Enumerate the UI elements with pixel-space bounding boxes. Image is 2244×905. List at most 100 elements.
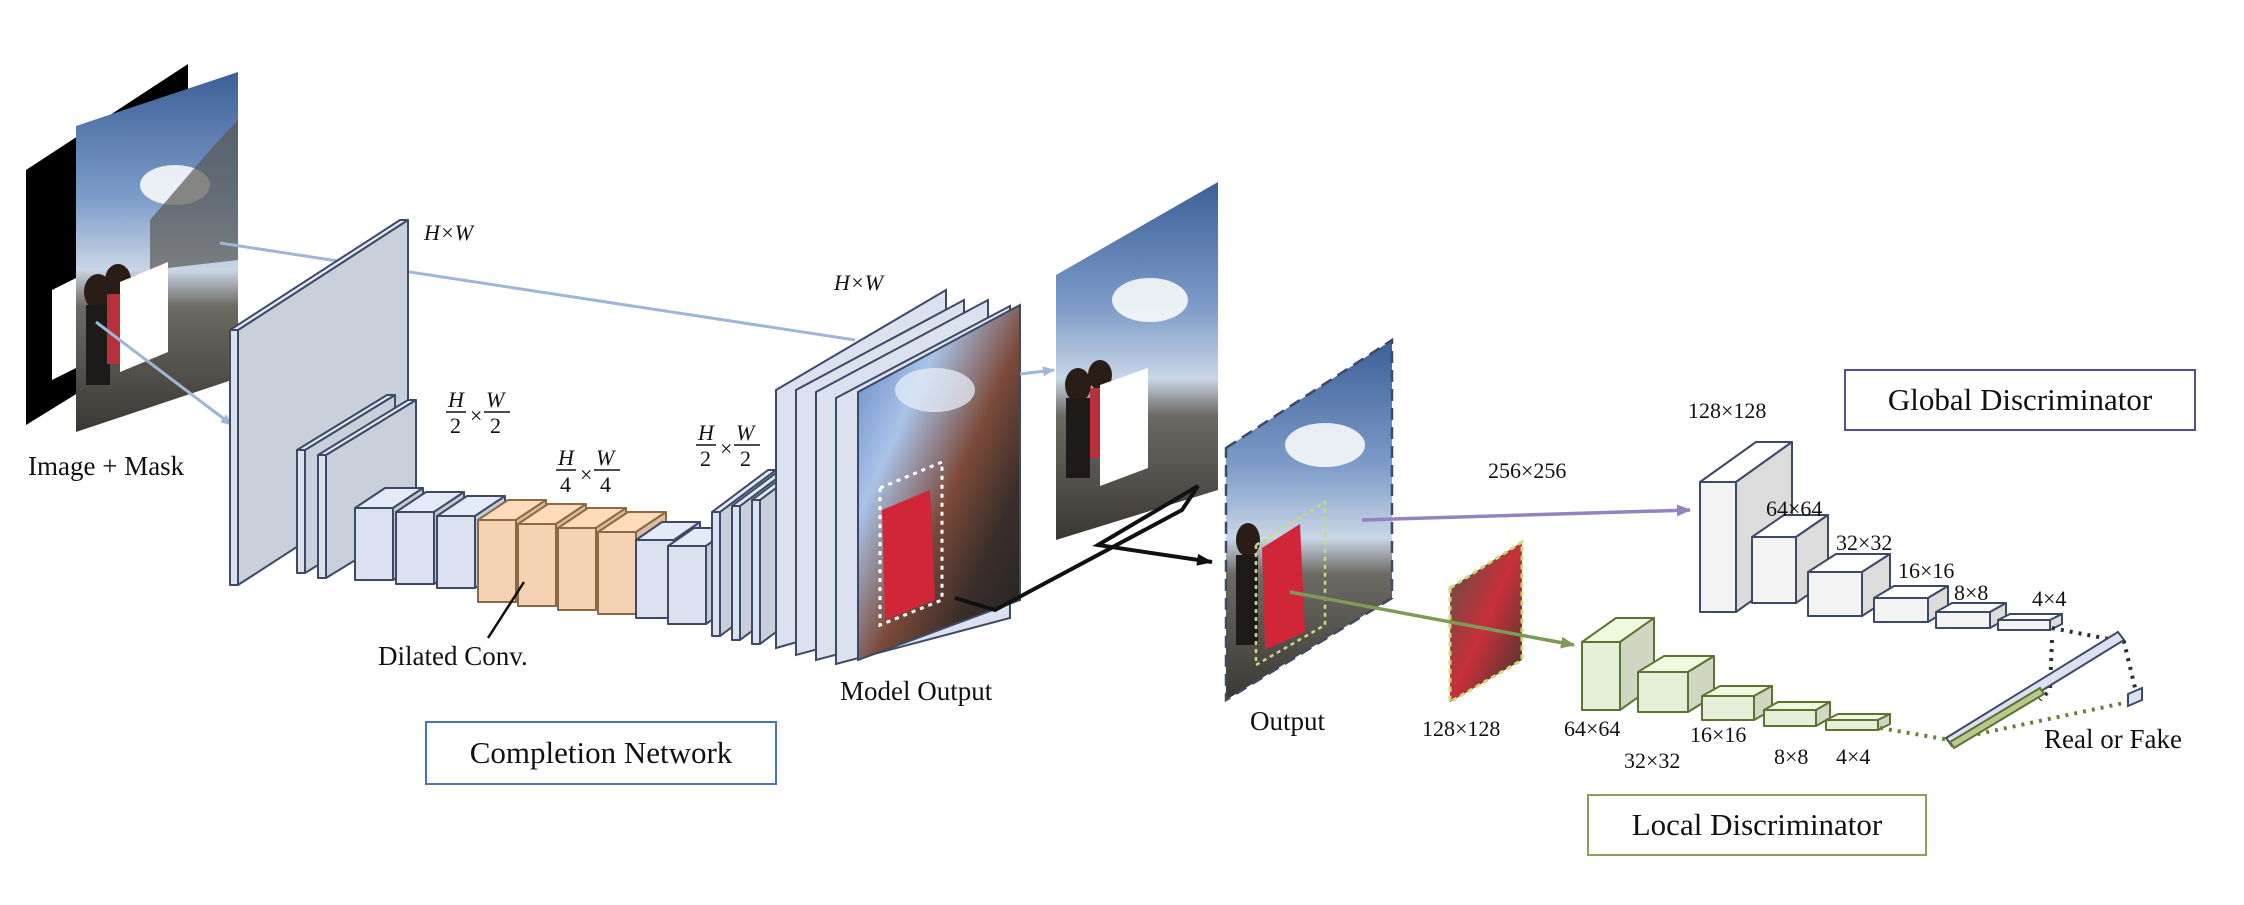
half-left-h: H xyxy=(447,387,465,412)
local-conv-16-front xyxy=(1701,695,1755,721)
global-conv-8 xyxy=(1935,602,2007,629)
input-photo-mountain xyxy=(150,120,238,270)
model-output-stack: Model Output xyxy=(775,288,1021,706)
composite-body-a xyxy=(1066,398,1090,478)
composite-person-a xyxy=(1065,368,1091,402)
dilated-conv-block-front xyxy=(557,527,597,611)
local-conv-8 xyxy=(1763,701,1831,727)
global-input-arrow xyxy=(1361,504,1691,522)
final-output: Output xyxy=(1224,337,1394,736)
composite-image xyxy=(1056,182,1218,540)
global-size-5: 8×8 xyxy=(1954,580,1988,605)
half-left-times: × xyxy=(470,403,482,428)
global-to-fc-dotted xyxy=(2051,626,2140,701)
input-hw-label: H×W xyxy=(423,220,475,245)
encoder-plate-large-front xyxy=(229,329,239,586)
quarter-w: W xyxy=(596,445,616,470)
global-conv-4 xyxy=(1997,613,2063,631)
dilated-conv-label: Dilated Conv. xyxy=(378,641,528,671)
input-photo-person-a xyxy=(84,274,112,310)
output-to-composite-arrow xyxy=(1019,366,1055,377)
output-hw-label: H×W xyxy=(833,270,885,295)
global-conv-16 xyxy=(1873,585,1949,623)
local-discriminator-label: Local Discriminator xyxy=(1632,807,1883,842)
global-conv-128-front xyxy=(1699,481,1737,613)
quarter-h: H xyxy=(557,445,575,470)
local-size-4: 8×8 xyxy=(1774,744,1808,769)
final-output-body-a xyxy=(1236,555,1258,645)
half-left-w: W xyxy=(486,387,506,412)
local-size-1: 64×64 xyxy=(1564,716,1620,741)
input-hole xyxy=(120,262,168,372)
decoder-block-front xyxy=(667,545,707,625)
local-size-5: 4×4 xyxy=(1836,744,1870,769)
global-discriminator-frame xyxy=(1844,369,2196,431)
global-conv-16-front xyxy=(1873,597,1929,623)
half-right-w: W xyxy=(736,420,756,445)
skip-connection-line xyxy=(219,241,856,342)
final-output-region xyxy=(1262,524,1305,650)
model-output-mask-box xyxy=(878,459,944,628)
local-conv-64-front xyxy=(1581,641,1621,711)
global-conv-32-front xyxy=(1807,571,1863,617)
composite-hole xyxy=(1100,368,1148,486)
quarter-d1: 4 xyxy=(560,472,571,497)
local-conv-16 xyxy=(1701,685,1773,721)
local-size-3: 16×16 xyxy=(1690,722,1746,747)
quarter-d2: 4 xyxy=(600,472,611,497)
input-image-mask: Image + Mask xyxy=(26,64,238,481)
global-size-3: 32×32 xyxy=(1836,530,1892,555)
local-conv-8-front xyxy=(1763,709,1817,727)
dilated-conv-block-front xyxy=(597,531,637,615)
local-conv-4 xyxy=(1825,713,1891,731)
completion-network-layers xyxy=(229,219,817,645)
composite-person-b xyxy=(1088,360,1112,390)
encoder-plate-front xyxy=(317,454,327,579)
local-discriminator-frame xyxy=(1587,794,1927,856)
decoder-plate-front xyxy=(731,505,741,641)
composite-cloud xyxy=(1112,278,1188,322)
encoder-block-front xyxy=(395,511,435,585)
global-conv-8-front xyxy=(1935,611,1991,629)
dilated-conv-block-front xyxy=(517,523,557,607)
half-left-d2: 2 xyxy=(490,413,501,438)
quarter-fraction: H 4 × W 4 xyxy=(556,445,620,497)
local-patch-image xyxy=(1448,539,1524,705)
model-output-cloud xyxy=(895,368,975,412)
global-discriminator-layers xyxy=(1699,441,2063,631)
local-size-labels: 128×128 64×64 32×32 16×16 8×8 4×4 xyxy=(1422,716,1870,773)
local-input-size: 128×128 xyxy=(1422,716,1500,741)
output-label: Output xyxy=(1250,706,1326,736)
local-to-fc-dotted xyxy=(1879,698,2139,743)
output-node xyxy=(2127,686,2143,708)
decoder-plate-front xyxy=(751,499,761,645)
half-right-fraction: H 2 × W 2 xyxy=(696,420,760,471)
global-discriminator-box: Global Discriminator xyxy=(1844,369,2196,431)
local-discriminator-box: Local Discriminator xyxy=(1587,794,1927,856)
fc-bar-local xyxy=(1948,686,2046,750)
half-left-fraction: H 2 × W 2 xyxy=(446,387,510,438)
fusion-head: Real or Fake xyxy=(1879,626,2182,754)
real-or-fake-label: Real or Fake xyxy=(2044,724,2182,754)
global-size-labels: 256×256 128×128 64×64 32×32 16×16 8×8 4×… xyxy=(1488,398,2066,611)
local-discriminator-layers xyxy=(1581,617,1891,731)
half-right-d1: 2 xyxy=(700,446,711,471)
local-size-2: 32×32 xyxy=(1624,748,1680,773)
local-patch xyxy=(1448,539,1524,705)
global-input-size: 256×256 xyxy=(1488,458,1566,483)
completion-network-frame xyxy=(425,721,777,785)
global-size-1: 128×128 xyxy=(1688,398,1766,423)
global-size-2: 64×64 xyxy=(1766,496,1822,521)
final-output-cloud xyxy=(1285,423,1365,467)
global-conv-64-front xyxy=(1751,536,1797,604)
completion-network-box: Completion Network xyxy=(425,721,777,785)
output-connector xyxy=(954,484,1213,613)
global-size-4: 16×16 xyxy=(1898,558,1954,583)
input-photo-body-a xyxy=(86,305,110,385)
global-size-6: 4×4 xyxy=(2032,586,2066,611)
half-right-times: × xyxy=(720,436,732,461)
encoder-plate-front xyxy=(296,449,306,574)
global-discriminator-label: Global Discriminator xyxy=(1888,382,2153,417)
